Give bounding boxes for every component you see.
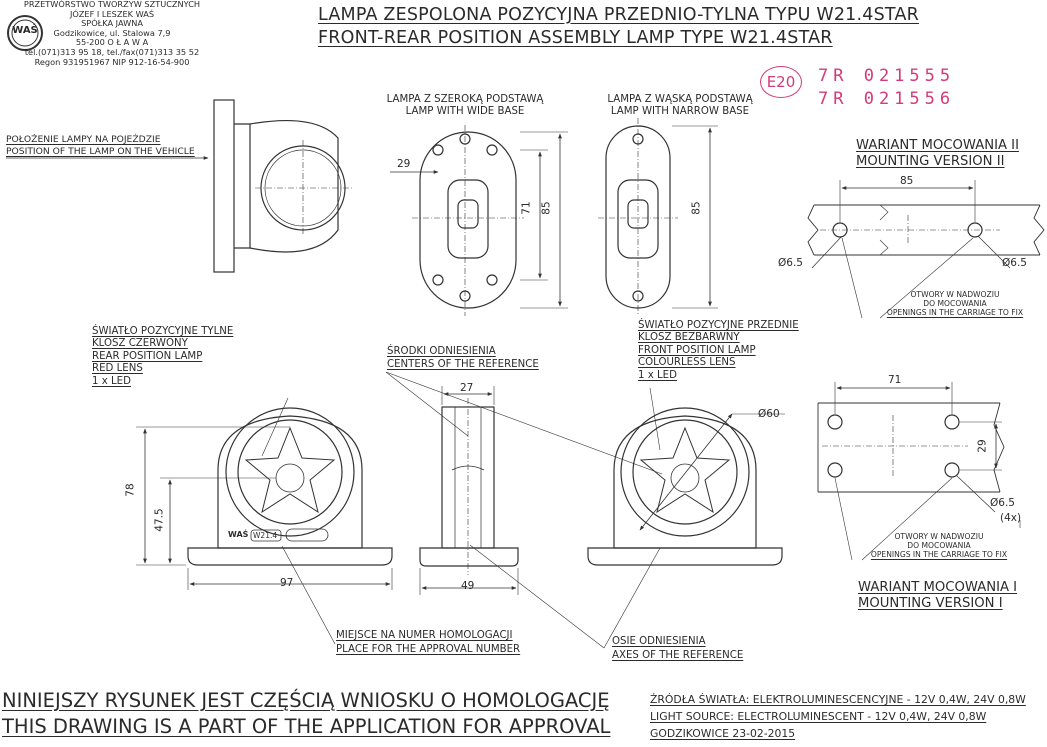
openings-note-v2: OTWORY W NADWOZIU DO MOCOWANIA OPENINGS …: [880, 290, 1030, 317]
openings-line: OTWORY W NADWOZIU: [894, 532, 984, 541]
narrow-base-drawing: [598, 118, 678, 316]
dim-71-v1: 71: [888, 374, 902, 386]
rear-lamp-front-view: [187, 407, 393, 566]
rear-label-line: ŚWIATŁO POZYCYJNE TYLNE: [92, 326, 234, 337]
dim-29-wide: 29: [397, 158, 411, 170]
front-lamp-front-view: [587, 407, 783, 566]
approval-number-1: 7R 021555: [818, 66, 956, 86]
openings-line: DO MOCOWANIA: [923, 299, 987, 308]
dim-line-60: [639, 413, 733, 531]
front-lamp-label: ŚWIATŁO POZYCYJNE PRZEDNIE KLOSZ BEZBARW…: [638, 320, 799, 382]
side-profile-drawing: [419, 398, 519, 575]
openings-line: OTWORY W NADWOZIU: [910, 290, 1000, 299]
axes-label-pl: OSIE ODNIESIENIA: [612, 636, 706, 647]
company-logo-icon: [7, 15, 43, 51]
position-label-pl: POŁOŻENIE LAMPY NA POJEŹDZIE: [6, 134, 161, 145]
company-line: PRZETWÓRSTWO TWORZYW SZTUCZNYCH: [23, 0, 201, 9]
centers-label-pl: ŚRODKI ODNIESIENIA: [387, 346, 496, 357]
dim-29-v1: 29: [976, 439, 989, 453]
light-source-en: LIGHT SOURCE: ELECTROLUMINESCENT - 12V 0…: [650, 710, 987, 723]
mounting-v1-title-en: MOUNTING VERSION I: [858, 596, 1003, 611]
title-english: FRONT-REAR POSITION ASSEMBLY LAMP TYPE W…: [318, 28, 833, 48]
approval-place-label-en: PLACE FOR THE APPROVAL NUMBER: [336, 644, 521, 655]
narrow-base-caption-pl: LAMPA Z WĄSKĄ PODSTAWĄ: [607, 94, 753, 105]
centers-label-en: CENTERS OF THE REFERENCE: [387, 359, 539, 370]
rear-label-line: 1 x LED: [92, 375, 131, 387]
rear-label-line: RED LENS: [92, 363, 143, 375]
wide-base-caption-pl: LAMPA Z SZEROKĄ PODSTAWĄ: [386, 94, 544, 105]
place-date: GODZIKOWICE 23-02-2015: [650, 727, 796, 740]
footer-statement-pl: NINIEJSZY RYSUNEK JEST CZĘŚCIĄ WNIOSKU O…: [2, 689, 610, 712]
dim-4x: (4x): [1000, 512, 1022, 524]
company-line: Godzikowice, ul. Stalowa 7,9: [53, 27, 171, 38]
openings-note-v1: OTWORY W NADWOZIU DO MOCOWANIA OPENINGS …: [864, 532, 1014, 559]
dim-85-v2: 85: [900, 175, 914, 187]
openings-line: OPENINGS IN THE CARRIAGE TO FIX: [870, 550, 1008, 559]
dim-60: Ø60: [758, 408, 780, 420]
axes-label-en: AXES OF THE REFERENCE: [612, 650, 744, 661]
dim-6-5-v1: Ø6.5: [990, 497, 1015, 509]
dim-47-5: 47.5: [153, 508, 166, 532]
approval-number-2: 7R 021556: [818, 89, 956, 109]
body-brand-mark: WAŚ: [228, 530, 249, 539]
company-info-block: PRZETWÓRSTWO TWORZYW SZTUCZNYCH JÓZEF I …: [6, 0, 218, 67]
dim-6-5-v2-left: Ø6.5: [778, 257, 803, 269]
mounting-v2-title-en: MOUNTING VERSION II: [856, 154, 1005, 169]
front-label-line: KLOSZ BEZBARWNY: [638, 332, 740, 344]
dim-6-5-v2-right: Ø6.5: [1002, 257, 1027, 269]
wide-base-caption-en: LAMP WITH WIDE BASE: [405, 106, 525, 117]
front-label-line: FRONT POSITION LAMP: [638, 344, 756, 356]
company-line: 55-200 O Ł A W A: [75, 37, 149, 48]
openings-line: OPENINGS IN THE CARRIAGE TO FIX: [886, 308, 1024, 317]
front-label-line: ŚWIATŁO POZYCYJNE PRZEDNIE: [638, 320, 799, 331]
company-logo-text: WAŚ: [12, 25, 38, 36]
wide-base-drawing: [412, 125, 524, 316]
dim-71-wide: 71: [520, 201, 533, 215]
dim-27: 27: [460, 382, 474, 394]
approval-place-label-pl: MIEJSCE NA NUMER HOMOLOGACJI: [336, 630, 513, 641]
dim-78: 78: [124, 483, 137, 497]
mounting-v2-title-pl: WARIANT MOCOWANIA II: [856, 138, 1019, 153]
dim-49: 49: [461, 580, 475, 592]
approval-mark-stamp: E20: [760, 66, 802, 98]
title-polish: LAMPA ZESPOLONA POZYCYJNA PRZEDNIO-TYLNA…: [318, 5, 919, 25]
company-line: JÓZEF I LESZEK WAŚ: [69, 8, 155, 19]
rear-label-line: KLOSZ CZERWONY: [92, 338, 188, 350]
mounting-v1-title-pl: WARIANT MOCOWANIA I: [858, 580, 1018, 595]
position-label-en: POSITION OF THE LAMP ON THE VEHICLE: [6, 146, 195, 157]
company-line: Regon 931951967 NIP 912-16-54-900: [34, 56, 190, 67]
light-source-pl: ŹRÓDŁA ŚWIATŁA: ELEKTROLUMINESCENCYJNE -…: [650, 693, 1026, 706]
mounting-v2-drawing: [807, 204, 1045, 256]
rear-lamp-label: ŚWIATŁO POZYCYJNE TYLNE KLOSZ CZERWONY R…: [92, 326, 233, 388]
dim-85-wide: 85: [540, 201, 553, 215]
rear-label-line: REAR POSITION LAMP: [92, 350, 203, 362]
narrow-base-caption-en: LAMP WITH NARROW BASE: [610, 106, 750, 117]
dim-97: 97: [280, 577, 294, 589]
front-label-line: 1 x LED: [638, 369, 677, 381]
openings-line: DO MOCOWANIA: [907, 541, 971, 550]
company-line: tel.(071)313 95 18, tel./fax(071)313 35 …: [24, 46, 200, 57]
footer-statement-en: THIS DRAWING IS A PART OF THE APPLICATIO…: [2, 715, 611, 738]
side-view-lamp-drawing: [213, 99, 352, 273]
dim-85-narrow: 85: [690, 201, 703, 215]
company-line: SPÓŁKA JAWNA: [81, 18, 143, 29]
mounting-v1-drawing: [817, 402, 1005, 493]
body-type-mark: W21.4: [253, 531, 278, 540]
front-label-line: COLOURLESS LENS: [638, 357, 736, 369]
